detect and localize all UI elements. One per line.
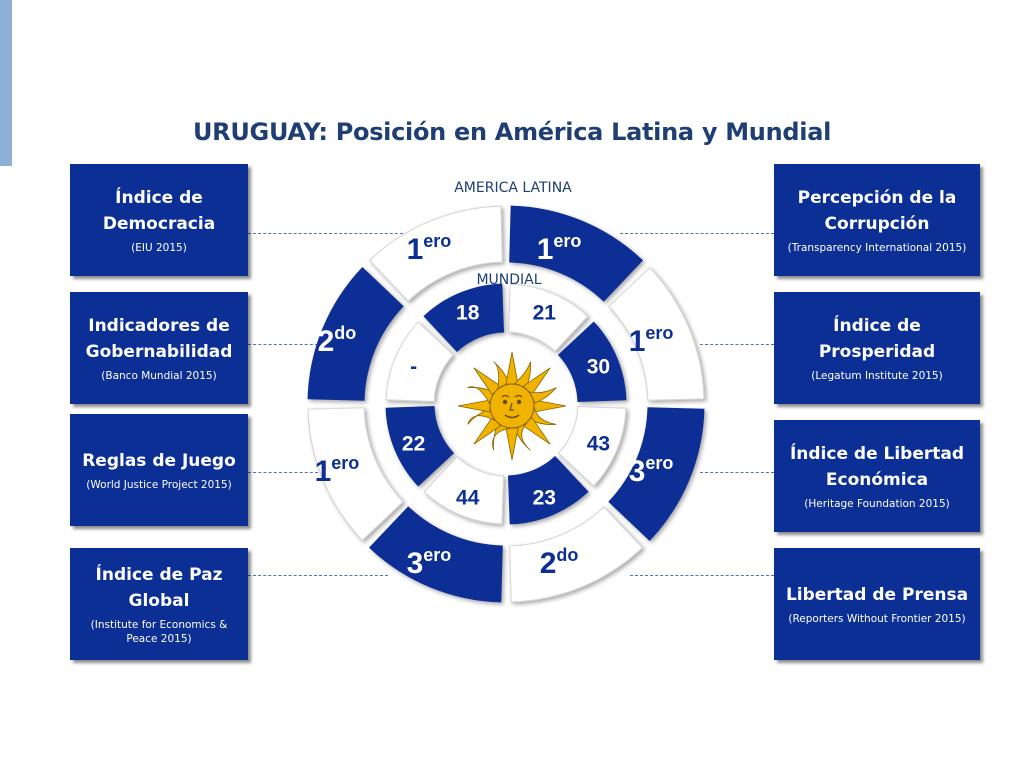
connector-line [248, 233, 408, 234]
index-title: Índice de Paz Global [95, 565, 223, 611]
world-rank-segment [423, 283, 505, 353]
connector-line [620, 233, 774, 234]
world-ring: 21 30 43 23 44 22 - 18 [385, 283, 627, 525]
world-rank-label: - [410, 356, 417, 379]
index-source: (Transparency International 2015) [787, 242, 967, 254]
latam-rank-label: 2do [540, 545, 579, 580]
sun-of-may-icon [457, 351, 567, 461]
world-rank-label: 23 [533, 486, 556, 509]
index-title: Índice de Libertad Económica [789, 444, 965, 490]
world-rank-label: 21 [533, 302, 557, 325]
index-source: (EIU 2015) [131, 242, 187, 254]
world-rank-segment [423, 455, 505, 525]
latam-rank-label: 1ero [407, 231, 452, 266]
latam-rank-label: 3ero [407, 545, 452, 580]
world-rank-segment [507, 455, 589, 525]
latam-rank-segment [368, 506, 503, 603]
world-rank-label: 44 [456, 486, 480, 509]
connector-line [630, 575, 774, 576]
connector-line [248, 472, 318, 473]
latam-rank-segment [509, 506, 644, 603]
connector-line [700, 344, 774, 345]
index-title: Índice de Democracia [102, 188, 216, 234]
latam-rank-segment [307, 266, 404, 401]
index-source: (Legatum Institute 2015) [811, 370, 943, 382]
world-rank-label: 18 [456, 302, 480, 325]
index-box-democracy: Índice de Democracia (EIU 2015) [70, 164, 248, 276]
index-title: Percepción de la Corrupción [797, 188, 957, 234]
index-source: (World Justice Project 2015) [86, 479, 232, 491]
latam-rank-segment [608, 266, 705, 401]
latam-rank-label: 2do [318, 323, 357, 358]
world-label: MUNDIAL [476, 272, 541, 288]
connector-line [700, 472, 774, 473]
index-box-global-peace: Índice de Paz Global (Institute for Econ… [70, 548, 248, 660]
world-rank-segment [385, 405, 455, 487]
connector-line [248, 575, 388, 576]
world-rank-segment [557, 321, 627, 403]
index-box-governance: Indicadores de Gobernabilidad (Banco Mun… [70, 292, 248, 404]
world-rank-label: 43 [587, 432, 610, 455]
index-box-economic-freedom: Índice de Libertad Económica (Heritage F… [774, 420, 980, 532]
latam-ring: 1ero 1ero 3ero 2do 3ero 1ero 2do 1ero [307, 205, 705, 603]
latam-rank-label: 1ero [629, 323, 674, 358]
world-rank-segment [507, 283, 589, 353]
index-box-rule-of-law: Reglas de Juego (World Justice Project 2… [70, 414, 248, 526]
index-source: (Heritage Foundation 2015) [804, 498, 950, 510]
index-title: Libertad de Prensa [785, 585, 969, 605]
latam-rank-segment [307, 407, 404, 542]
index-source: (Banco Mundial 2015) [101, 370, 217, 382]
world-rank-label: 22 [402, 432, 425, 455]
index-box-press-freedom: Libertad de Prensa (Reporters Without Fr… [774, 548, 980, 660]
world-rank-segment [385, 321, 455, 403]
accent-bar [0, 0, 12, 166]
page-title: URUGUAY: Posición en América Latina y Mu… [192, 118, 832, 146]
index-title: Índice de Prosperidad [818, 316, 936, 362]
index-title: Indicadores de Gobernabilidad [85, 316, 233, 362]
latam-rank-label: 3ero [629, 453, 674, 488]
latam-rank-segment [608, 407, 705, 542]
latam-rank-label: 1ero [537, 231, 582, 266]
world-rank-label: 30 [587, 356, 610, 379]
latin-america-label: AMERICA LATINA [454, 180, 572, 196]
world-rank-segment [557, 405, 627, 487]
latam-rank-segment [368, 205, 503, 302]
index-source: (Reporters Without Frontier 2015) [788, 613, 966, 625]
index-box-prosperity: Índice de Prosperidad (Legatum Institute… [774, 292, 980, 404]
index-source: (Institute for Economics & Peace 2015) [90, 619, 228, 645]
connector-line [248, 344, 318, 345]
latam-rank-segment [509, 205, 644, 302]
index-title: Reglas de Juego [82, 451, 236, 471]
index-box-corruption: Percepción de la Corrupción (Transparenc… [774, 164, 980, 276]
latam-rank-label: 1ero [315, 453, 360, 488]
